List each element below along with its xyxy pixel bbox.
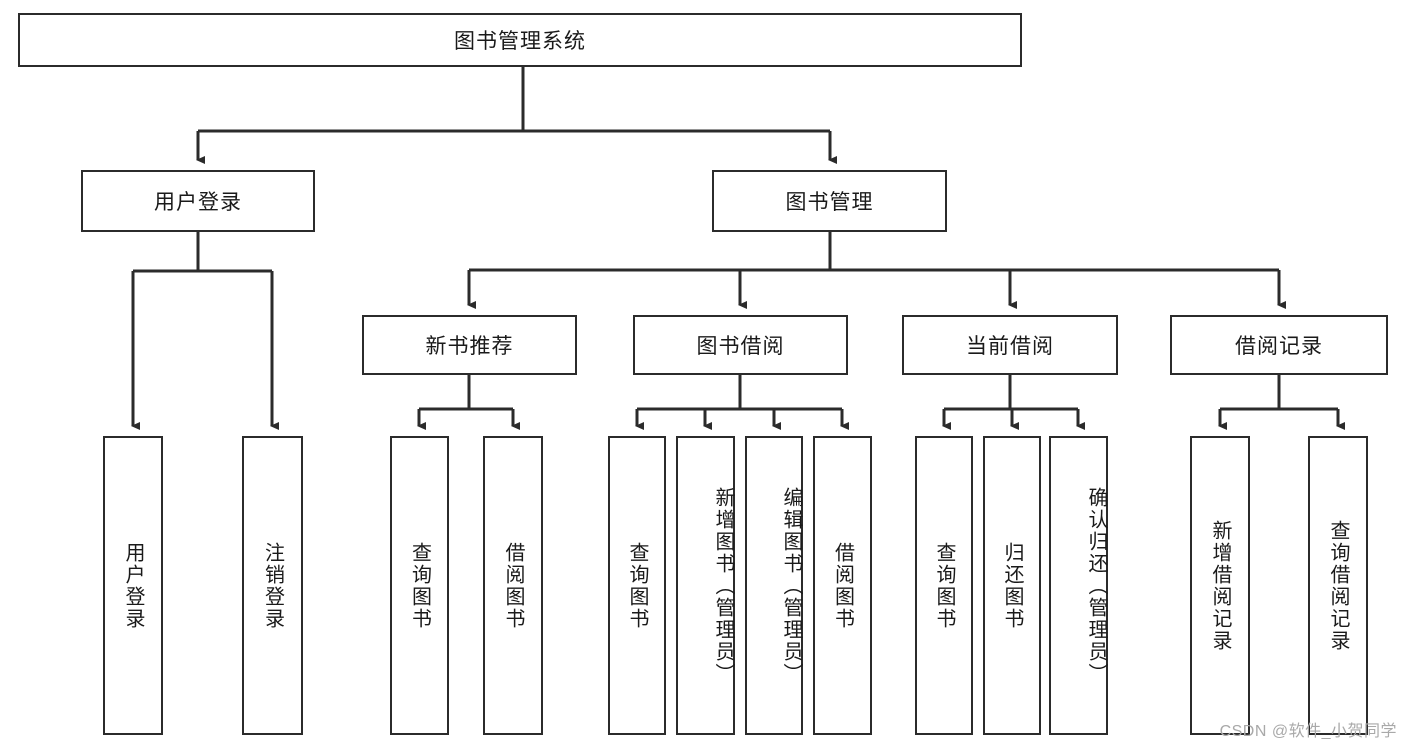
leaf-query-book-1-label: 查询图书 (408, 541, 431, 630)
leaf-edit-book[interactable]: 编辑图书（管理员） (745, 436, 803, 735)
leaf-return-book-label: 归还图书 (1001, 541, 1023, 630)
node-current-borrow-label: 当前借阅 (966, 335, 1054, 358)
node-new-book-rec[interactable]: 新书推荐 (362, 315, 577, 375)
leaf-borrow-book-1-label: 借阅图书 (502, 541, 524, 630)
leaf-query-book-2-label: 查询图书 (626, 541, 648, 630)
leaf-confirm-return[interactable]: 确认归还（管理员） (1049, 436, 1108, 735)
node-book-borrow-label: 图书借阅 (696, 335, 785, 358)
leaf-query-book-3-label: 查询图书 (933, 541, 955, 630)
node-book-manage[interactable]: 图书管理 (712, 170, 947, 232)
leaf-query-book-3[interactable]: 查询图书 (915, 436, 973, 735)
leaf-add-record[interactable]: 新增借阅记录 (1190, 436, 1250, 735)
leaf-query-book-1[interactable]: 查询图书 (390, 436, 449, 735)
leaf-logout-label: 注销登录 (261, 541, 284, 630)
leaf-edit-book-label: 编辑图书（管理员） (780, 486, 802, 685)
node-borrow-record-label: 借阅记录 (1235, 335, 1323, 358)
node-new-book-rec-label: 新书推荐 (425, 335, 514, 358)
node-book-borrow[interactable]: 图书借阅 (633, 315, 848, 375)
node-user-login[interactable]: 用户登录 (81, 170, 315, 232)
leaf-borrow-book-1[interactable]: 借阅图书 (483, 436, 543, 735)
leaf-add-book-label: 新增图书（管理员） (712, 486, 734, 685)
node-borrow-record[interactable]: 借阅记录 (1170, 315, 1388, 375)
leaf-borrow-book-2[interactable]: 借阅图书 (813, 436, 872, 735)
node-current-borrow[interactable]: 当前借阅 (902, 315, 1118, 375)
leaf-query-book-2[interactable]: 查询图书 (608, 436, 666, 735)
leaf-borrow-book-2-label: 借阅图书 (831, 541, 854, 630)
leaf-query-record-label: 查询借阅记录 (1327, 519, 1349, 652)
leaf-user-login[interactable]: 用户登录 (103, 436, 163, 735)
node-root-label: 图书管理系统 (454, 30, 586, 53)
leaf-logout[interactable]: 注销登录 (242, 436, 303, 735)
leaf-add-record-label: 新增借阅记录 (1209, 519, 1231, 652)
leaf-query-record[interactable]: 查询借阅记录 (1308, 436, 1368, 735)
leaf-add-book[interactable]: 新增图书（管理员） (676, 436, 735, 735)
watermark: CSDN @软件_小贺同学 (1219, 723, 1397, 740)
leaf-user-login-label: 用户登录 (122, 541, 144, 630)
leaf-return-book[interactable]: 归还图书 (983, 436, 1041, 735)
node-book-manage-label: 图书管理 (785, 191, 874, 214)
node-user-login-label: 用户登录 (154, 191, 242, 214)
node-root[interactable]: 图书管理系统 (18, 13, 1022, 67)
leaf-confirm-return-label: 确认归还（管理员） (1085, 486, 1107, 685)
